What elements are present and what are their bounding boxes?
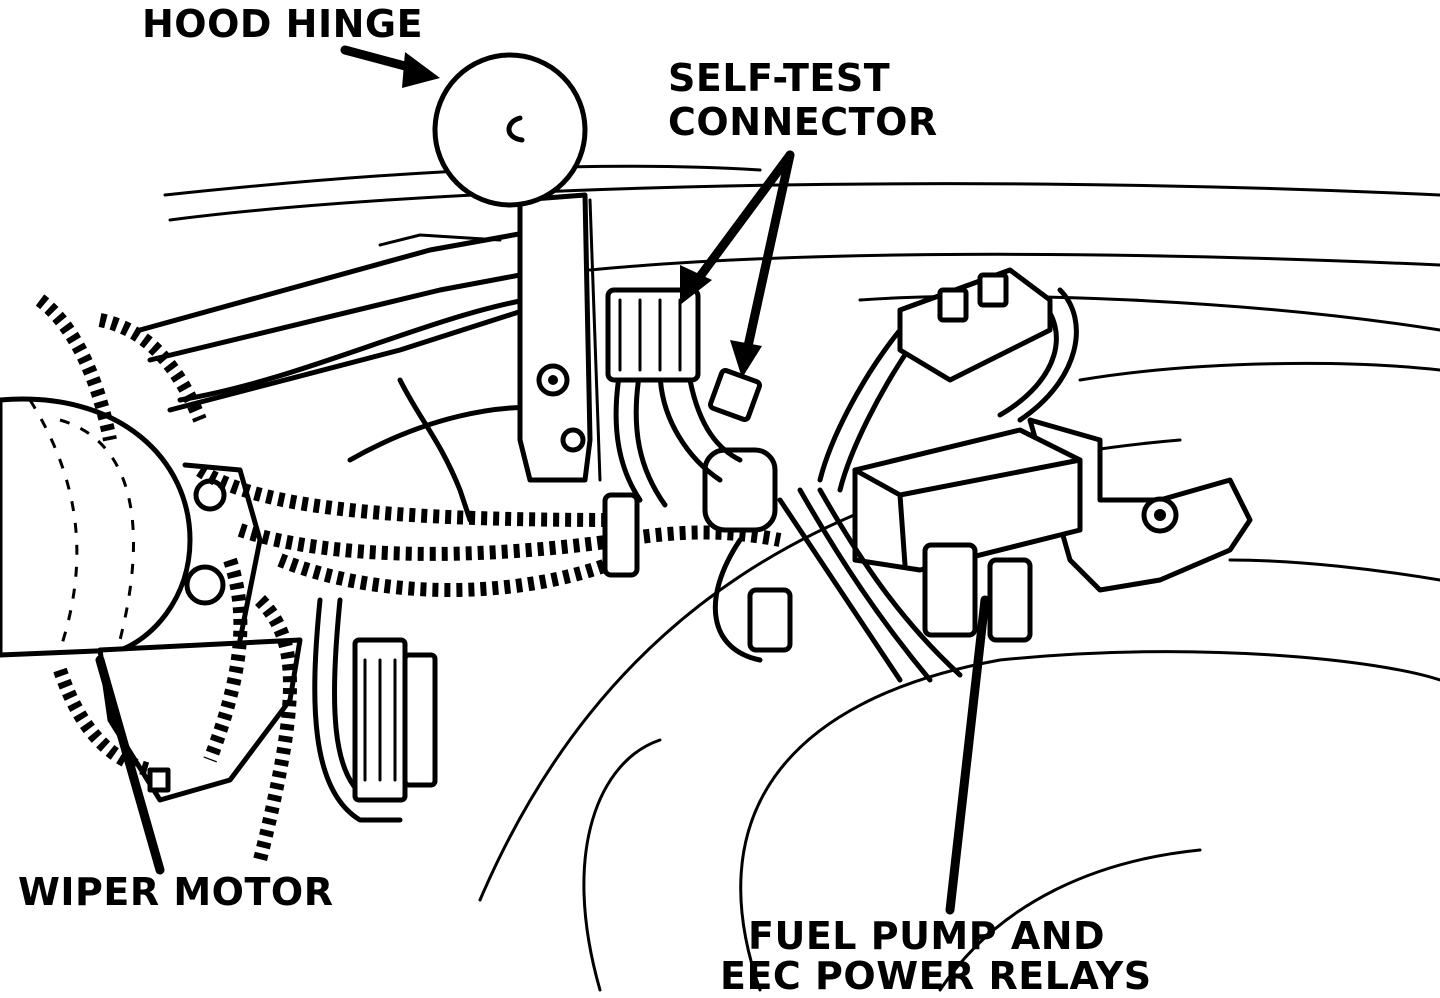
- wiper-motor: [0, 396, 303, 803]
- leader-lines: [95, 45, 990, 915]
- body-panel-lines: [163, 164, 1440, 992]
- relay-assembly: [712, 267, 1253, 683]
- relays-label-line2: EEC POWER RELAYS: [720, 954, 1152, 998]
- relays-label-line1: FUEL PUMP AND: [748, 914, 1106, 958]
- hood-hinge: [432, 52, 602, 483]
- hood-hinge-label: HOOD HINGE: [142, 2, 424, 46]
- self-test-label-line1: SELF-TEST: [668, 56, 891, 100]
- self-test-label-line2: CONNECTOR: [668, 100, 938, 144]
- wiper-motor-label: WIPER MOTOR: [18, 870, 334, 914]
- self-test-connector: [605, 287, 763, 508]
- wiring-harness: [35, 294, 782, 862]
- cowl-frame: [137, 229, 563, 523]
- left-connector: [312, 597, 438, 823]
